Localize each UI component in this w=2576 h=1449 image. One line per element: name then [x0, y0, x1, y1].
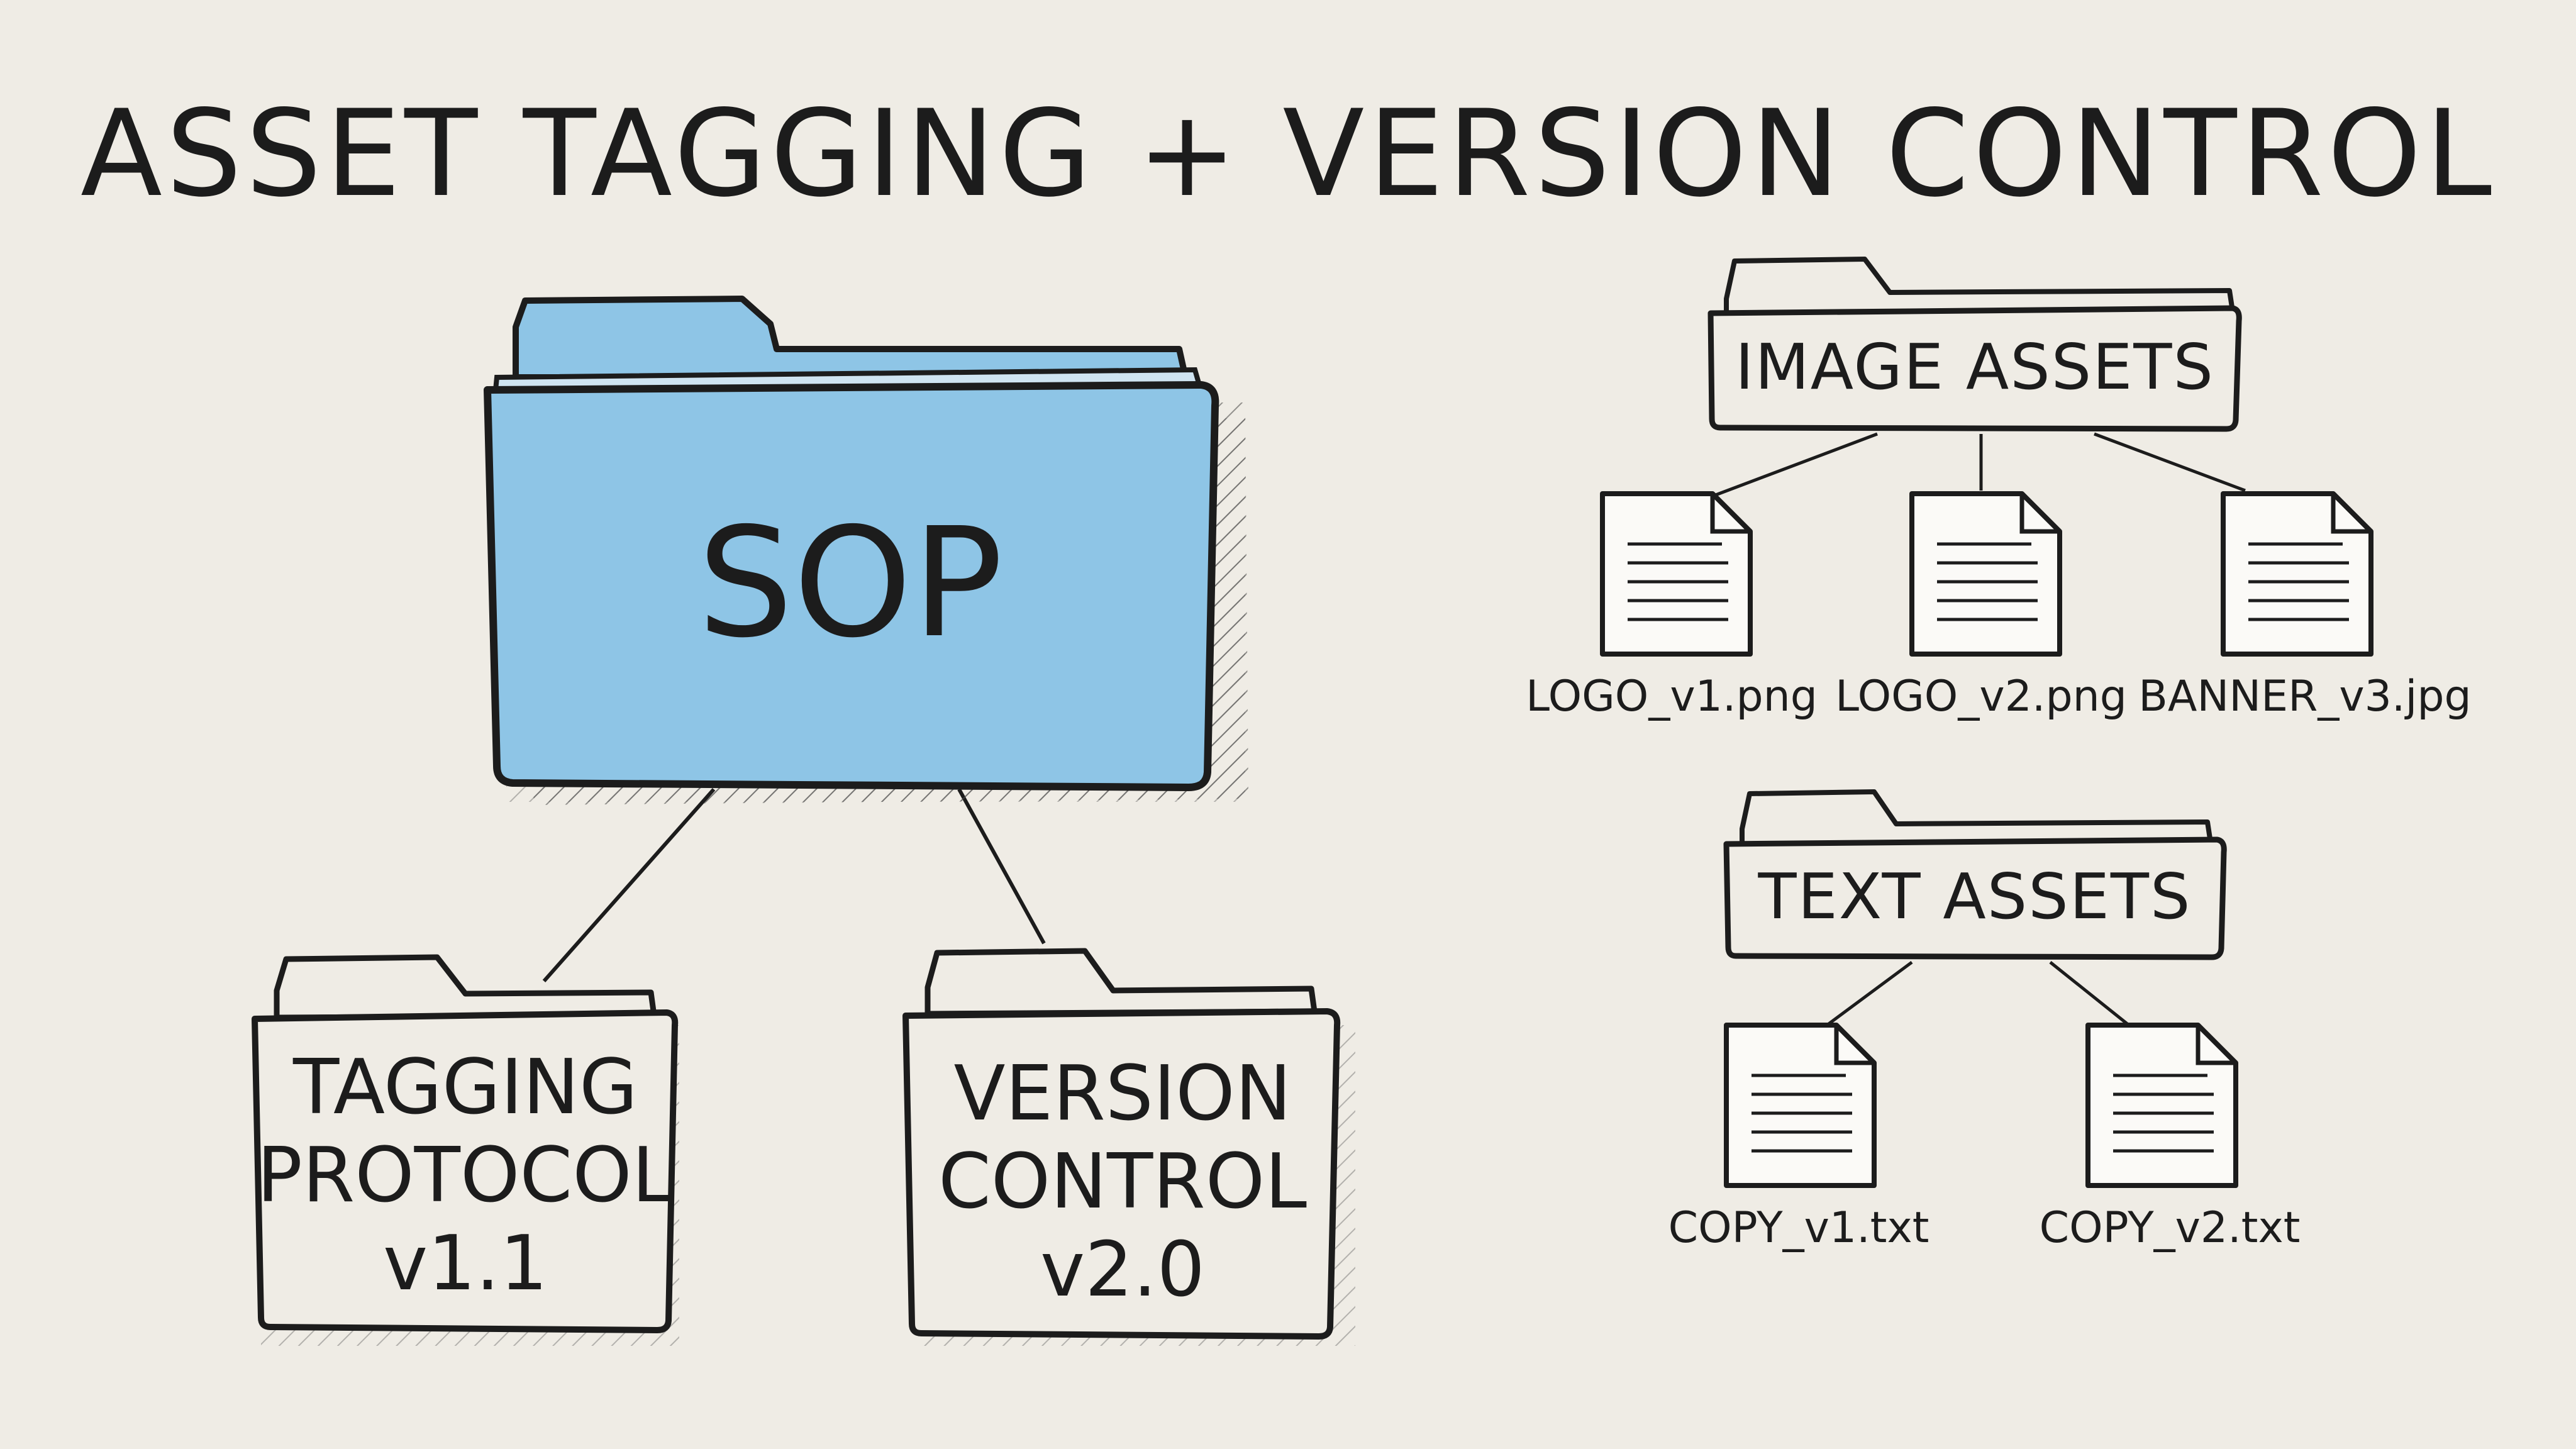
document-icon — [1724, 1023, 1877, 1188]
text-assets-label: TEXT ASSETS — [1758, 860, 2192, 933]
sop-label: SOP — [697, 495, 1003, 671]
sop-connectors — [542, 788, 1046, 982]
file-name: LOGO_v1.png — [1526, 672, 1818, 721]
tagging-version: v1.1 — [383, 1220, 548, 1307]
file-name: BANNER_v3.jpg — [2138, 672, 2471, 721]
tagging-line-1: TAGGING — [292, 1044, 638, 1131]
image-assets-connectors — [1710, 432, 2246, 499]
document-icon — [1909, 491, 2062, 657]
file-copy-v2[interactable]: COPY_v2.txt — [2040, 1023, 2301, 1253]
tagging-protocol-folder[interactable]: TAGGING PROTOCOL v1.1 — [252, 954, 679, 1346]
file-logo-v2[interactable]: LOGO_v2.png — [1835, 491, 2127, 721]
version-control-folder[interactable]: VERSION CONTROL v2.0 — [902, 948, 1355, 1346]
document-icon — [1600, 491, 1753, 657]
file-name: COPY_v2.txt — [2040, 1203, 2301, 1253]
tagging-line-2: PROTOCOL — [257, 1132, 674, 1219]
sop-folder[interactable]: SOP — [484, 296, 1248, 805]
version-line-1: VERSION — [953, 1050, 1291, 1138]
document-icon — [2221, 491, 2373, 657]
text-assets-folder[interactable]: TEXT ASSETS — [1723, 789, 2227, 960]
document-icon — [2085, 1023, 2238, 1188]
version-number: v2.0 — [1040, 1226, 1205, 1314]
file-name: LOGO_v2.png — [1835, 672, 2127, 721]
file-logo-v1[interactable]: LOGO_v1.png — [1526, 491, 1818, 721]
image-assets-label: IMAGE ASSETS — [1735, 330, 2214, 404]
image-assets-folder[interactable]: IMAGE ASSETS — [1707, 257, 2242, 432]
file-name: COPY_v1.txt — [1668, 1203, 1929, 1253]
file-banner-v3[interactable]: BANNER_v3.jpg — [2138, 491, 2472, 721]
file-copy-v1[interactable]: COPY_v1.txt — [1668, 1023, 1929, 1253]
version-line-2: CONTROL — [938, 1138, 1307, 1226]
text-assets-connectors — [1826, 960, 2130, 1027]
diagram-title: ASSET TAGGING + VERSION CONTROL — [80, 84, 2496, 223]
